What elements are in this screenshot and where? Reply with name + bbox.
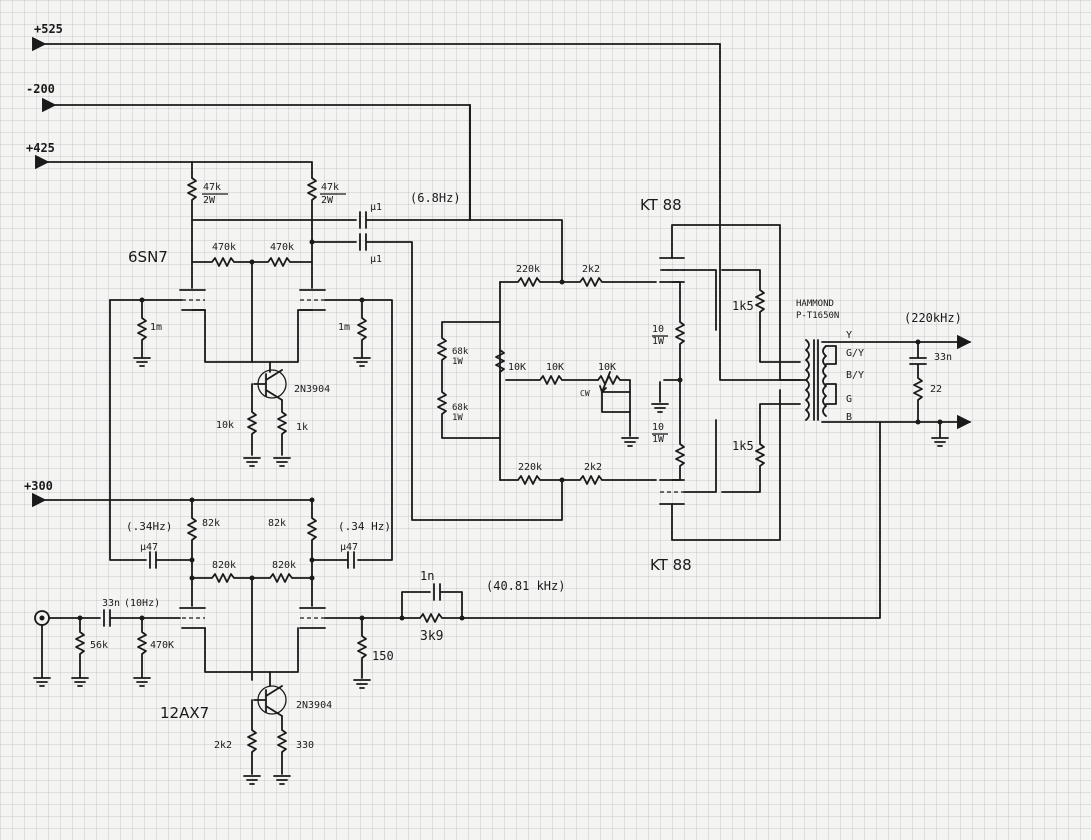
resistor-1m-left [137,299,147,359]
svg-text:82k: 82k [268,518,286,529]
svg-text:470k: 470k [270,242,294,253]
resistor-47k-left [187,177,197,241]
svg-text:2k2: 2k2 [582,264,600,275]
svg-text:μ1: μ1 [370,254,382,265]
svg-text:(10Hz): (10Hz) [124,598,160,609]
rail-525-label: +525 [34,22,63,36]
svg-text:10K: 10K [508,362,526,373]
svg-text:10K: 10K [598,362,616,373]
svg-text:HAMMOND: HAMMOND [796,299,834,309]
bias-pot-10k [495,349,505,411]
svg-text:1k: 1k [296,422,308,433]
svg-text:1k5: 1k5 [732,439,754,453]
svg-text:68k: 68k [452,403,469,413]
svg-text:470K: 470K [150,640,174,651]
svg-text:CW: CW [580,389,590,398]
svg-text:47k: 47k [321,182,339,193]
coupling-network: μ1 μ1 (6.8Hz) 220k 2k2 220k 2k2 10K 10K … [309,104,657,521]
svg-text:B: B [846,412,852,423]
resistor-1m-right [357,299,367,359]
svg-text:33n: 33n [102,598,120,609]
resistor-47k-right [307,177,317,241]
svg-text:150: 150 [372,649,394,663]
tube-6sn7-label: 6SN7 [128,248,168,266]
svg-text:B/Y: B/Y [846,370,864,381]
svg-text:2W: 2W [321,195,334,206]
rail-425-label: +425 [26,141,55,155]
svg-text:820k: 820k [272,560,296,571]
svg-text:2W: 2W [203,195,216,206]
svg-text:82k: 82k [202,518,220,529]
svg-text:1k5: 1k5 [732,299,754,313]
svg-text:47k: 47k [203,182,221,193]
tube-kt88-bottom-label: KT 88 [650,556,692,574]
svg-text:22: 22 [930,384,942,395]
svg-text:10: 10 [652,422,664,433]
svg-text:56k: 56k [90,640,108,651]
svg-text:1m: 1m [150,322,162,333]
svg-text:μ1: μ1 [370,202,382,213]
input-stage-12ax7: 82k 82k (.34Hz) (.34 Hz) μ47 μ47 820k 82… [33,497,565,785]
svg-text:G/Y: G/Y [846,348,864,359]
svg-text:1m: 1m [338,322,350,333]
svg-text:μ47: μ47 [140,542,158,553]
svg-text:1W: 1W [652,336,665,347]
svg-text:470k: 470k [212,242,236,253]
svg-text:2N3904: 2N3904 [296,700,332,711]
svg-text:220k: 220k [516,264,540,275]
svg-text:μ47: μ47 [340,542,358,553]
svg-text:2k2: 2k2 [584,462,602,473]
svg-text:10K: 10K [546,362,564,373]
svg-text:(220kHz): (220kHz) [904,311,962,325]
svg-text:1W: 1W [452,357,463,367]
tube-12ax7-label: 12AX7 [160,704,209,722]
svg-text:33n: 33n [934,352,952,363]
svg-text:Y: Y [846,330,852,341]
svg-text:10: 10 [652,324,664,335]
svg-text:2N3904: 2N3904 [294,384,330,395]
svg-text:(.34Hz): (.34Hz) [126,520,172,533]
svg-text:10k: 10k [216,420,234,431]
rail-minus200-label: -200 [26,82,55,96]
svg-text:P-T1650N: P-T1650N [796,311,839,321]
supply-rails: +525 -200 +425 +300 [24,22,721,508]
output-stage-kt88: KT 88 KT 88 10 1W 10 1W 1k5 1k5 [640,43,807,574]
svg-text:(6.8Hz): (6.8Hz) [410,191,461,205]
svg-text:2k2: 2k2 [214,740,232,751]
svg-text:3k9: 3k9 [420,629,443,644]
svg-text:68k: 68k [452,347,469,357]
svg-text:330: 330 [296,740,314,751]
rail-300-label: +300 [24,479,53,493]
svg-text:(.34 Hz): (.34 Hz) [338,520,391,533]
driver-stage-6sn7: 47k 2W 47k 2W 470k 470k 6SN7 1m 1 [109,161,393,501]
svg-text:1W: 1W [452,413,463,423]
svg-text:G: G [846,394,852,405]
svg-text:1W: 1W [652,434,665,445]
svg-text:220k: 220k [518,462,542,473]
svg-text:1n: 1n [420,569,434,583]
svg-text:(40.81 kHz): (40.81 kHz) [486,579,565,593]
tube-kt88-top-label: KT 88 [640,196,682,214]
output-transformer: HAMMOND P-T1650N Y G/Y B/Y G B 33n 22 (2… [461,299,972,619]
svg-text:820k: 820k [212,560,236,571]
